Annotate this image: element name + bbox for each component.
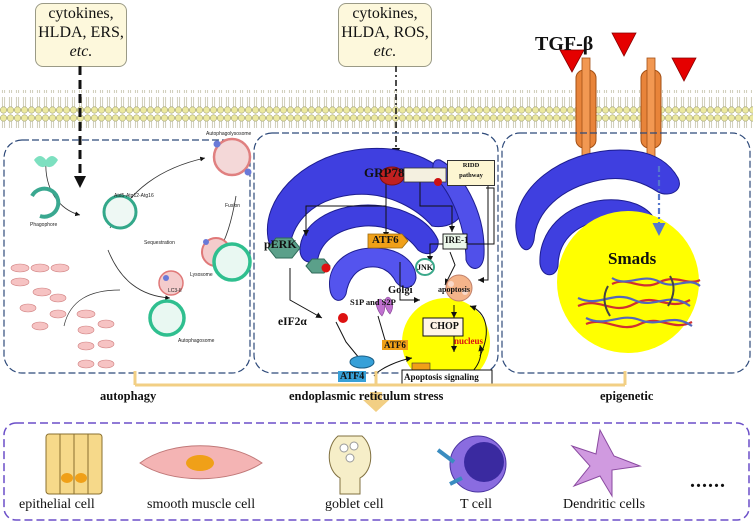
perk-label: pERK: [264, 237, 297, 251]
atf6-cleaved-label: ATF6: [382, 340, 408, 350]
more-cells-ellipsis: ......: [690, 470, 726, 492]
tgf-receptor-right: [640, 57, 662, 159]
lc3-label: LC3-II: [168, 288, 182, 294]
autophagy-caption: autophagy: [100, 389, 157, 403]
goblet-cell-icon: [328, 435, 372, 495]
jnk-icon: [415, 258, 435, 276]
stimulus-middle-line2: HLDA, ROS,: [341, 24, 429, 41]
grp78-label: GRP78: [364, 165, 405, 180]
dendritic-cell-icon: [570, 428, 642, 498]
ridd-label-line2: pathway: [459, 172, 483, 179]
connector-down-arrow: [363, 392, 389, 412]
t-cell-icon: [436, 435, 507, 493]
phagophore-label: Phagophore: [30, 222, 58, 228]
stimulus-box-middle: cytokines, HLDA, ROS, etc.: [338, 3, 432, 67]
golgi-icon: [375, 296, 393, 317]
ridd-label: RIDD pathway: [447, 160, 495, 186]
goblet-cell-label: goblet cell: [325, 497, 384, 512]
atf4-label: ATF4: [338, 371, 367, 382]
tgf-ligand-1: [559, 49, 585, 73]
s1p-s2p-label: S1P and S2P: [350, 297, 396, 307]
ridd-receptor-icon: [403, 167, 447, 183]
chop-box: [422, 317, 464, 337]
autophagolysosome-icon: [212, 137, 252, 177]
stimulus-middle-line3: etc.: [373, 43, 397, 60]
dna-icon: [577, 277, 701, 329]
apoptosis-signaling-label: Apoptosis signaling: [404, 372, 479, 382]
t-cell-label: T cell: [460, 497, 493, 512]
autophagolysosome-label: Autophagolysosome: [206, 131, 252, 137]
chop-label: CHOP: [430, 321, 459, 332]
lysosome-label: Lysosome: [190, 272, 213, 278]
smads-label: Smads: [608, 249, 657, 268]
apoptosis-top-label: apoptosis: [438, 285, 471, 294]
atf6-tag-icon: [367, 233, 409, 249]
fusion-label: Fusion: [225, 203, 241, 209]
ire1-label: IRE-1: [445, 235, 469, 245]
fusion-autophagosome-icon: [212, 242, 252, 282]
perk-icon: [267, 237, 301, 259]
stimulus-left-line1: cytokines,: [48, 5, 114, 22]
epigenetic-caption: epigenetic: [600, 389, 654, 403]
tgf-receptor-left: [575, 57, 597, 159]
stimulus-middle-line1: cytokines,: [352, 5, 418, 22]
complex-phagophore-icon: [102, 194, 138, 230]
autophagosome-label: Autophagosome: [178, 338, 215, 344]
atf6-label: ATF6: [372, 234, 399, 246]
stimulus-left-line2: HLDA, ERS,: [38, 24, 124, 41]
stimulus-left-line3: etc.: [69, 43, 93, 60]
smooth-muscle-cell-label: smooth muscle cell: [147, 497, 256, 512]
sequestration-label: Sequestration: [144, 240, 175, 246]
eif2a-label: eIF2α: [278, 316, 307, 328]
tgf-ligand-2: [611, 32, 637, 57]
epithelial-cell-icon: [45, 433, 103, 495]
tgf-ligand-3: [671, 57, 697, 82]
autophagosome-icon: [148, 299, 186, 337]
smooth-muscle-cell-icon: [139, 445, 263, 480]
atg-protein-cluster: [10, 263, 115, 369]
epigenetic-panel: [501, 132, 751, 374]
golgi-label: Golgi: [388, 285, 413, 296]
tgf-beta-label: TGF-β: [535, 33, 594, 55]
autophagy-cycle: [10, 137, 252, 369]
target-cells-panel: [3, 422, 750, 521]
epithelial-cell-label: epithelial cell: [19, 497, 95, 512]
ridd-label-line1: RIDD: [462, 162, 480, 169]
complex-label: Atd5-Atg12-Atg16: [114, 193, 154, 199]
stimulus-box-left: cytokines, HLDA, ERS, etc.: [35, 3, 127, 67]
jnk-label: JNK: [417, 263, 433, 272]
phagophore-icon: [30, 186, 61, 219]
dendritic-cells-label: Dendritic cells: [563, 497, 646, 512]
panel-connector: [133, 371, 627, 387]
er-stress-caption: endoplasmic reticulum stress: [289, 389, 444, 403]
nucleus-label: nucleus: [454, 336, 484, 346]
stimulus-left-arrowhead: [74, 176, 86, 188]
ire1-box-icon: [442, 233, 468, 250]
